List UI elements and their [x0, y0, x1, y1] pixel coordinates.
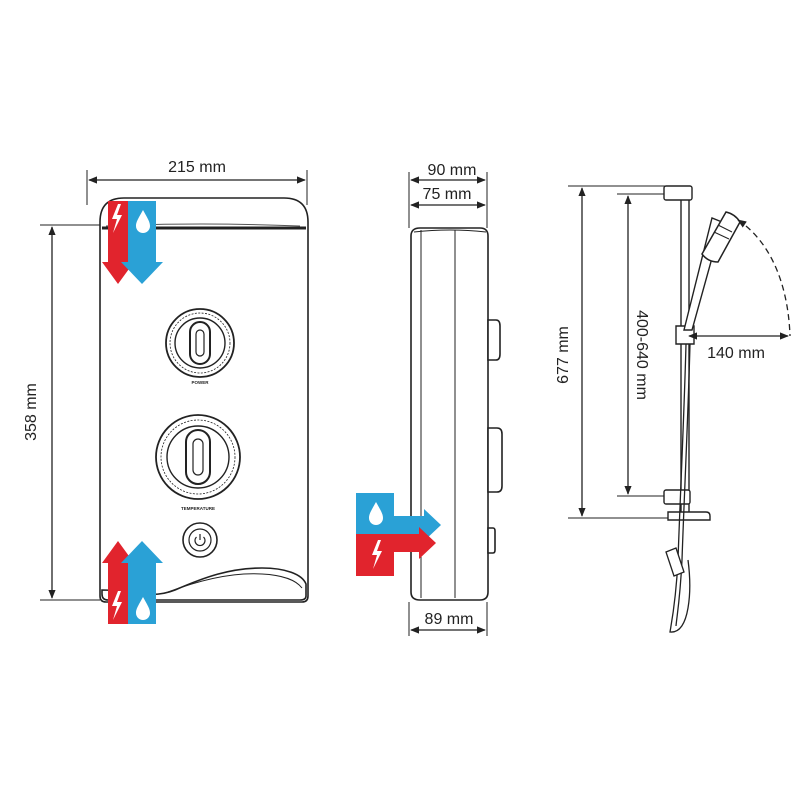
temperature-knob-profile: [487, 427, 503, 493]
shower-hose: [669, 343, 691, 633]
power-knob[interactable]: [165, 308, 235, 378]
water-drop-icon: [369, 502, 383, 525]
front-view: 215 mm 358 mm POWER TEMP: [23, 159, 309, 624]
lower-bracket: [663, 489, 691, 505]
button-profile: [487, 527, 496, 554]
side-view: 90 mm 75 mm 89 mm: [356, 162, 503, 636]
power-icon: [194, 534, 206, 547]
cold-supply-arrow-down: [121, 201, 163, 284]
lightning-bolt-icon: [372, 540, 382, 569]
cold-supply-arrow-up: [121, 541, 163, 624]
width-label: 215 mm: [168, 159, 226, 176]
lightning-bolt-icon: [112, 204, 122, 233]
depth-top-label: 90 mm: [428, 162, 477, 179]
power-knob-label: POWER: [191, 380, 209, 385]
head-projection-label: 140 mm: [707, 345, 765, 362]
top-bracket: [663, 185, 693, 201]
total-height-label: 677 mm: [555, 326, 572, 384]
hose-connector: [665, 547, 685, 577]
bottom-support: [667, 511, 711, 521]
water-drop-icon: [136, 597, 150, 620]
depth-inner-label: 75 mm: [423, 186, 472, 203]
height-label: 358 mm: [23, 383, 40, 441]
temperature-knob[interactable]: [155, 414, 241, 500]
temperature-knob-label: TEMPERATURE: [181, 506, 215, 511]
shower-unit-side: [410, 227, 489, 601]
hot-supply-arrow-right: [356, 527, 436, 576]
bottom-supply-inlet: [102, 541, 163, 624]
head-swing-arc: [737, 219, 791, 337]
shower-unit-front: [99, 197, 309, 603]
water-drop-icon: [136, 210, 150, 233]
riser-rail-kit: 677 mm 400-640 mm 140 mm: [555, 185, 791, 633]
side-supply-inlet: [356, 493, 441, 576]
depth-bottom-label: 89 mm: [425, 611, 474, 628]
power-button[interactable]: [182, 522, 218, 558]
adjust-range-label: 400-640 mm: [633, 310, 650, 400]
top-supply-inlet: [102, 201, 163, 284]
lightning-bolt-icon: [112, 591, 122, 620]
power-knob-profile: [487, 319, 501, 361]
